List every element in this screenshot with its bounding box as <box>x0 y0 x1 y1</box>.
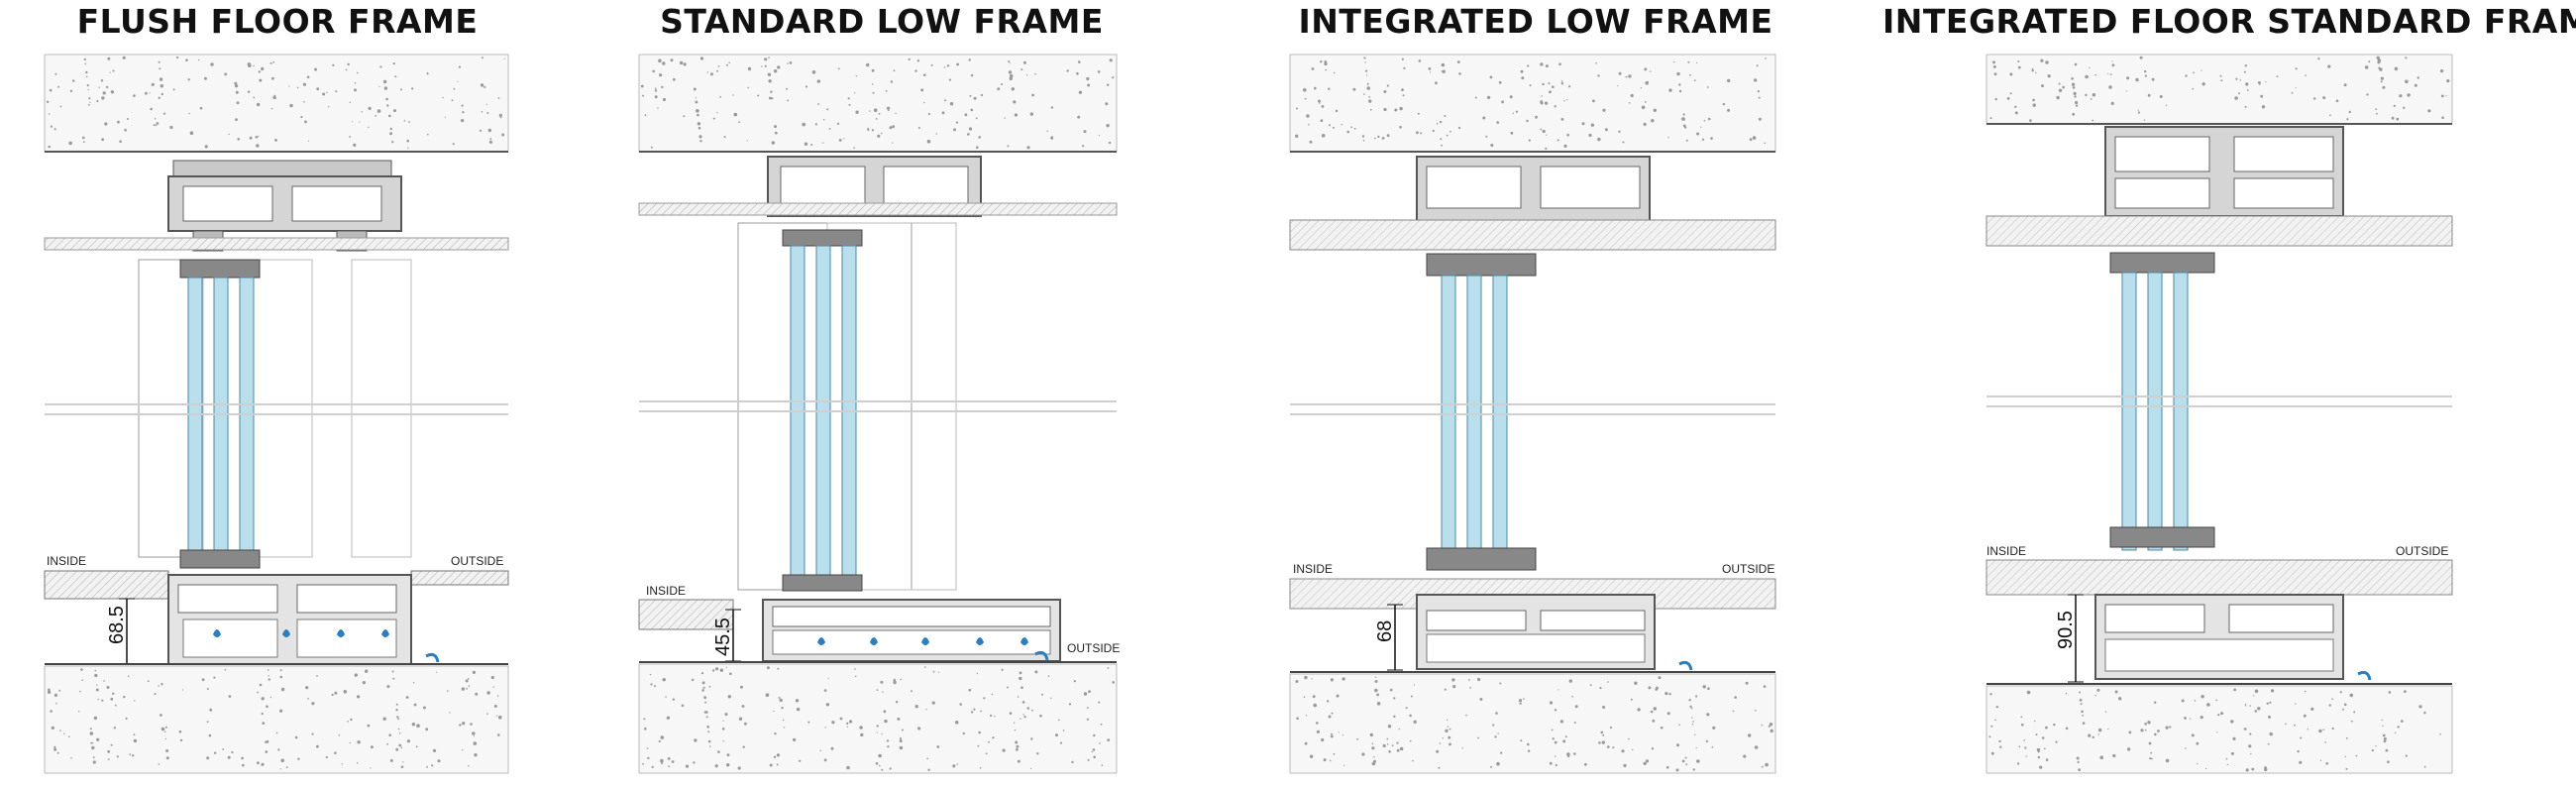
sill-frame-profile <box>762 599 1061 662</box>
dimension-height: 90.5 <box>2055 594 2084 683</box>
inside-label: INSIDE <box>1986 544 2026 558</box>
outside-label: OUTSIDE <box>1722 562 1774 576</box>
floor-slab <box>1289 673 1776 774</box>
dimension-label: 68.5 <box>106 606 128 644</box>
dimension-height: 68 <box>1374 604 1403 671</box>
panel-integrated-floor-standard-frame: INTEGRATED FLOOR STANDARD FRAME INSIDE O… <box>1882 0 2576 788</box>
ceiling-slab <box>1289 54 1776 153</box>
panel-title: STANDARD LOW FRAME <box>660 2 1104 41</box>
dimension-label: 45.5 <box>712 618 734 656</box>
ceiling-finish-strip <box>638 202 1118 216</box>
inside-label: INSIDE <box>646 584 686 598</box>
sill-frame-profile <box>167 574 440 665</box>
ceiling-finish-board <box>1986 215 2453 247</box>
panel-standard-low-frame: STANDARD LOW FRAME INSIDE OUTSIDE <box>624 0 1179 788</box>
glass-unit <box>1426 253 1537 571</box>
sill-frame-profile <box>2094 594 2372 681</box>
outside-label: OUTSIDE <box>451 554 503 568</box>
sill-frame-profile <box>1416 594 1693 671</box>
inside-label: INSIDE <box>47 554 86 568</box>
section-drawing: INSIDE OUTSIDE 90.5 <box>1986 54 2453 774</box>
glass-unit <box>2109 252 2215 551</box>
sash-outline <box>138 259 412 558</box>
floor-slab <box>1986 685 2453 774</box>
outside-label: OUTSIDE <box>2396 544 2448 558</box>
ceiling-finish-board <box>1289 219 1776 251</box>
ceiling-slab <box>44 54 509 153</box>
floor-finish-board <box>1986 559 2453 596</box>
floor-slab <box>44 665 509 774</box>
outside-floor-finish <box>410 570 509 586</box>
panel-flush-floor-frame: FLUSH FLOOR FRAME I <box>0 0 555 788</box>
section-drawing: INSIDE OUTSIDE 68.5 <box>44 54 509 774</box>
section-drawing: INSIDE OUTSIDE 68 <box>1289 54 1776 774</box>
section-drawing: INSIDE OUTSIDE 45.5 <box>638 54 1120 774</box>
outside-label: OUTSIDE <box>1067 641 1120 655</box>
inside-floor-finish <box>44 570 169 600</box>
head-frame-profile <box>2104 126 2344 217</box>
ceiling-slab <box>1986 54 2453 125</box>
dimension-label: 90.5 <box>2055 611 2077 649</box>
panel-title: INTEGRATED FLOOR STANDARD FRAME <box>1882 2 2576 41</box>
panel-title: INTEGRATED LOW FRAME <box>1298 2 1773 41</box>
head-frame-profile <box>1416 156 1651 222</box>
inside-label: INSIDE <box>1293 562 1333 576</box>
dimension-label: 68 <box>1374 620 1396 642</box>
ceiling-finish-strip <box>44 237 509 251</box>
dimension-height: 68.5 <box>106 598 135 665</box>
inside-floor-finish <box>638 599 734 630</box>
floor-slab <box>638 663 1118 774</box>
panel-title: FLUSH FLOOR FRAME <box>76 2 479 41</box>
head-frame-profile <box>167 160 402 252</box>
panel-integrated-low-frame: INTEGRATED LOW FRAME INSIDE OUTSIDE <box>1278 0 1833 788</box>
ceiling-slab <box>638 54 1118 153</box>
